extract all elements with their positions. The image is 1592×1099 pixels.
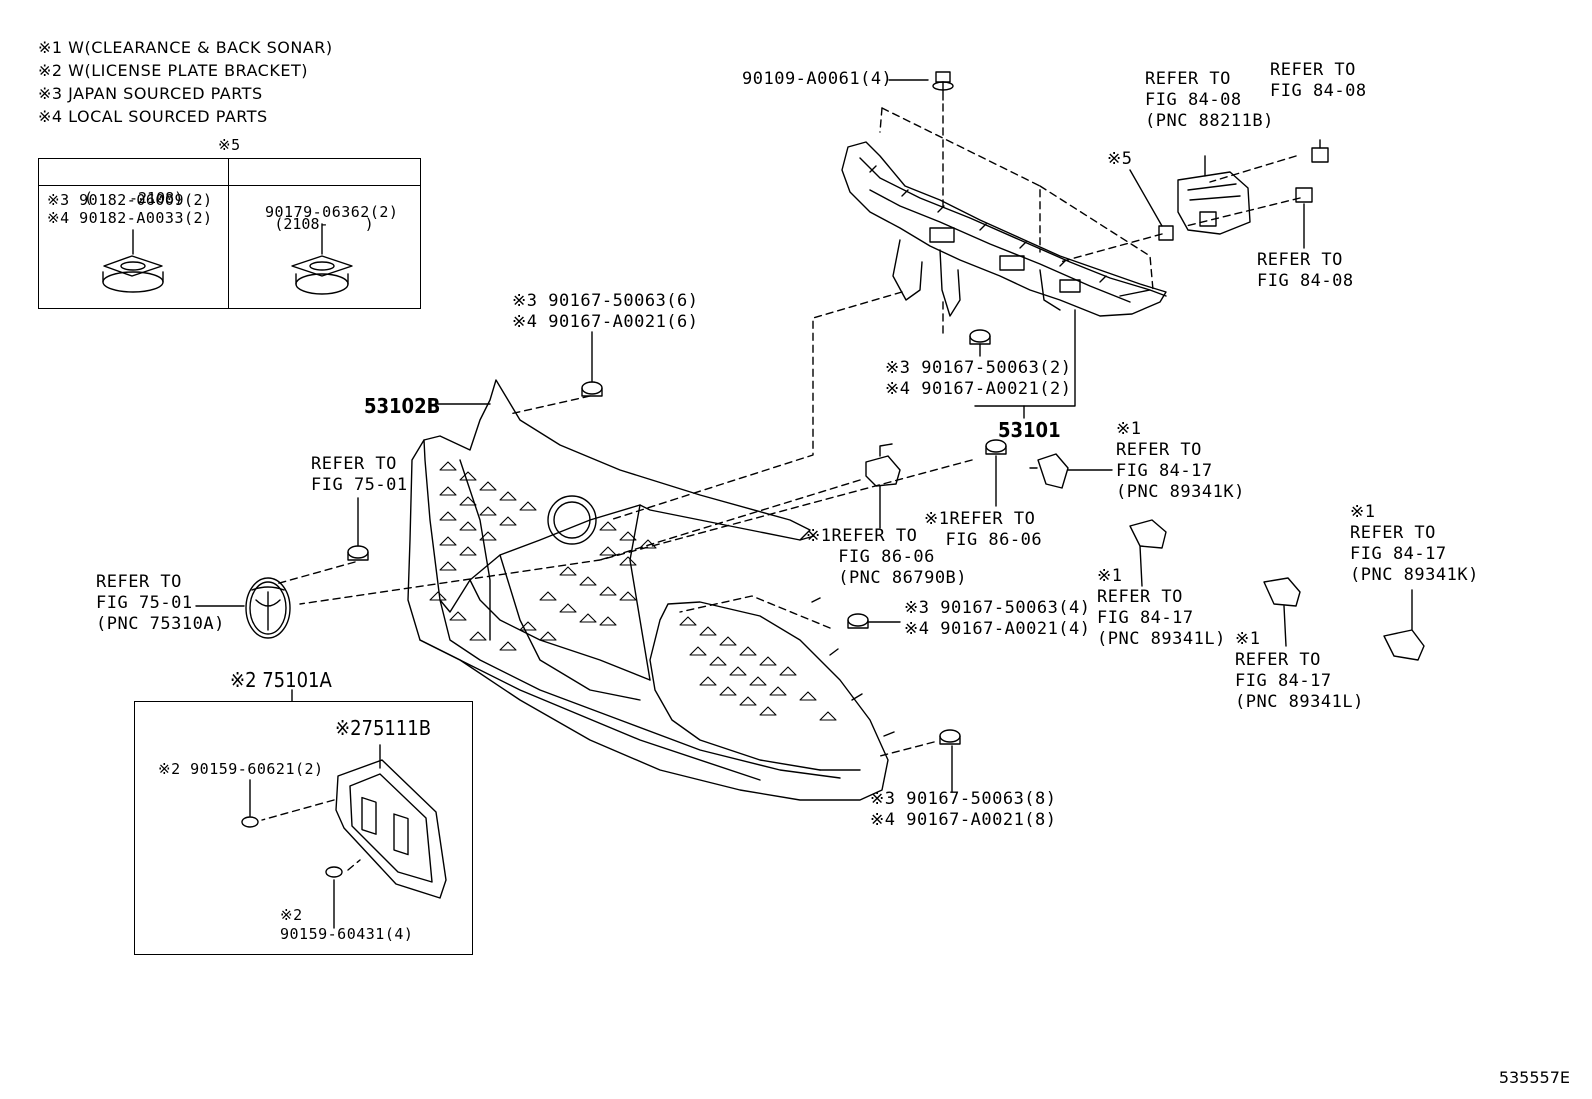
right-part: 90179-06362(2) [265, 203, 399, 221]
license-plate-frame [134, 701, 473, 955]
sensor-86790b [865, 443, 901, 529]
bolt-90109 [888, 71, 954, 101]
label-bolt-60431: ※2 90159-60431(4) [280, 906, 414, 943]
table-clip-right [291, 223, 353, 295]
table-header: ( -2108) (2108- ) [39, 159, 420, 233]
grille-53102b [407, 379, 895, 801]
left-part-2: ※4 90182-A0033(2) [47, 209, 213, 227]
sensor-88211b [1177, 155, 1251, 235]
label-75111b: ※275111B [335, 716, 432, 740]
label-refer-84-17-b: ※1 REFER TO FIG 84-17 (PNC 89341L) [1097, 566, 1226, 649]
label-refer-84-08-a: REFER TO FIG 84-08 (PNC 88211B) [1145, 69, 1274, 131]
variant-table: ( -2108) (2108- ) ※3 90182-06009(2) ※4 9… [38, 158, 421, 309]
col-right-header: (2108- ) [274, 215, 374, 233]
label-clip-bottom: ※3 90167-50063(8) ※4 90167-A0021(8) [870, 789, 1057, 830]
label-refer-84-17-c: ※1 REFER TO FIG 84-17 (PNC 89341K) [1350, 502, 1479, 585]
clip-mid [969, 329, 991, 357]
license-plate-bracket [335, 744, 447, 899]
callout-53101 [974, 309, 1076, 407]
grille-clips [241, 331, 1007, 929]
note-1: ※1 W(CLEARANCE & BACK SONAR) [38, 38, 333, 57]
label-refer-84-17-d: ※1 REFER TO FIG 84-17 (PNC 89341L) [1235, 629, 1364, 712]
label-53101: 53101 [998, 418, 1061, 442]
label-top-bolt: 90109-A0061(4) [742, 69, 893, 89]
note-2: ※2 W(LICENSE PLATE BRACKET) [38, 61, 308, 80]
label-75101a: ※2 75101A [230, 668, 332, 692]
table-clip-left [102, 229, 164, 293]
label-refer-84-08-c: REFER TO FIG 84-08 [1257, 250, 1354, 291]
label-clip-mid: ※3 90167-50063(2) ※4 90167-A0021(2) [885, 358, 1072, 399]
upper-bracket-53101 [841, 141, 1167, 317]
label-refer-86-06-b: ※1REFER TO FIG 86-06 [924, 509, 1043, 550]
label-53102b: 53102B [364, 394, 441, 418]
bolt-right-top [1129, 139, 1329, 249]
label-clip-right: ※3 90167-50063(4) ※4 90167-A0021(4) [904, 598, 1091, 639]
label-mark-5: ※5 [1107, 149, 1133, 169]
label-bolt-60621: ※2 90159-60621(2) [158, 760, 324, 778]
note-4: ※4 LOCAL SOURCED PARTS [38, 107, 268, 126]
label-clip-top: ※3 90167-50063(6) ※4 90167-A0021(6) [512, 291, 699, 332]
table-mark: ※5 [218, 136, 241, 154]
sonar-sensors [1037, 453, 1425, 661]
diagram-id: 535557E [1498, 1068, 1570, 1087]
label-refer-86-06-a: ※1REFER TO FIG 86-06 (PNC 86790B) [806, 526, 968, 588]
label-refer-84-17-a: ※1 REFER TO FIG 84-17 (PNC 89341K) [1116, 419, 1245, 502]
col-left-header: ( -2108) [83, 189, 184, 207]
emblem-75310a [195, 577, 291, 639]
note-3: ※3 JAPAN SOURCED PARTS [38, 84, 263, 103]
notes-block: ※1 W(CLEARANCE & BACK SONAR) ※2 W(LICENS… [38, 36, 333, 128]
label-refer-84-08-b: REFER TO FIG 84-08 [1270, 60, 1367, 101]
label-refer-75-01-b: REFER TO FIG 75-01 (PNC 75310A) [96, 572, 225, 634]
label-refer-75-01-a: REFER TO FIG 75-01 [311, 454, 408, 495]
leader-lines [261, 103, 1301, 871]
left-part-1: ※3 90182-06009(2) [47, 191, 213, 209]
